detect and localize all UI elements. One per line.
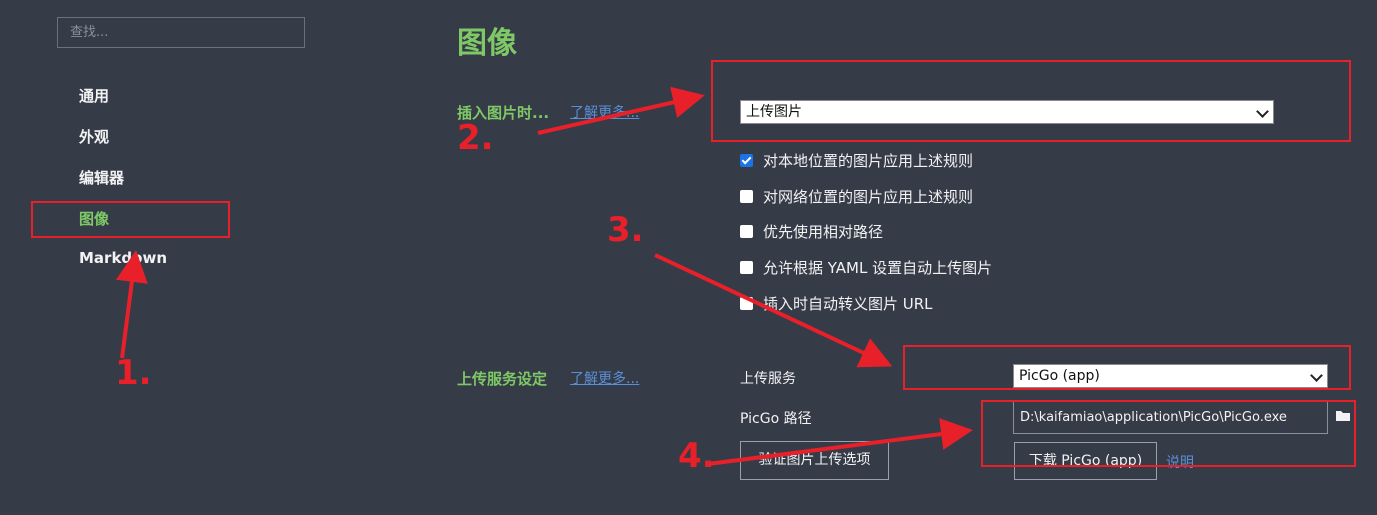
annotation-number-2: 2. xyxy=(457,118,494,158)
verify-upload-button[interactable]: 验证图片上传选项 xyxy=(740,441,889,480)
insert-section-label: 插入图片时... xyxy=(457,104,550,122)
sidebar-item-general[interactable]: 通用 xyxy=(79,87,110,105)
option-label: 优先使用相对路径 xyxy=(763,223,884,241)
annotation-box-upload-service xyxy=(903,345,1351,390)
annotation-number-4: 4. xyxy=(678,436,715,476)
upload-service-value: PicGo (app) xyxy=(1019,368,1100,384)
annotation-number-3: 3. xyxy=(607,210,644,250)
upload-learn-more-link[interactable]: 了解更多... xyxy=(570,371,640,387)
option-label: 对本地位置的图片应用上述规则 xyxy=(763,152,974,170)
insert-action-select[interactable]: 上传图片 xyxy=(740,100,1274,124)
sidebar-item-editor[interactable]: 编辑器 xyxy=(79,169,125,187)
option-label: 对网络位置的图片应用上述规则 xyxy=(763,188,974,206)
annotation-arrow-4 xyxy=(707,418,973,466)
annotation-number-1: 1. xyxy=(115,353,152,393)
help-link[interactable]: 说明 xyxy=(1166,455,1194,471)
checkbox-checked-icon[interactable] xyxy=(740,154,753,167)
upload-service-label: 上传服务 xyxy=(740,371,796,387)
annotation-box-picgo-path xyxy=(981,400,1356,467)
option-relative-path[interactable]: 优先使用相对路径 xyxy=(740,221,883,242)
picgo-path-label: PicGo 路径 xyxy=(740,411,812,427)
search-input[interactable] xyxy=(57,17,305,48)
annotation-arrow-3 xyxy=(654,253,893,368)
upload-service-select[interactable]: PicGo (app) xyxy=(1013,364,1328,388)
annotation-box-insert-select xyxy=(711,60,1351,142)
option-label: 允许根据 YAML 设置自动上传图片 xyxy=(763,259,993,277)
folder-icon[interactable] xyxy=(1335,409,1351,422)
annotation-arrow-2 xyxy=(537,86,705,135)
checkbox-icon[interactable] xyxy=(740,190,753,203)
insert-learn-more-link[interactable]: 了解更多... xyxy=(570,105,640,121)
insert-action-select-value: 上传图片 xyxy=(746,104,802,120)
download-picgo-button[interactable]: 下载 PicGo (app) xyxy=(1014,442,1157,480)
annotation-box-sidebar-image xyxy=(31,201,230,238)
upload-section-label: 上传服务设定 xyxy=(457,370,548,388)
annotation-arrow-1 xyxy=(116,250,148,359)
option-local-images[interactable]: 对本地位置的图片应用上述规则 xyxy=(740,150,973,171)
option-label: 插入时自动转义图片 URL xyxy=(763,295,933,313)
sidebar-item-appearance[interactable]: 外观 xyxy=(79,128,110,146)
option-yaml-auto-upload[interactable]: 允许根据 YAML 设置自动上传图片 xyxy=(740,257,992,278)
sidebar-item-image[interactable]: 图像 xyxy=(79,210,110,228)
checkbox-icon[interactable] xyxy=(740,261,753,274)
checkbox-icon[interactable] xyxy=(740,225,753,238)
page-title: 图像 xyxy=(457,26,517,61)
option-network-images[interactable]: 对网络位置的图片应用上述规则 xyxy=(740,186,973,207)
